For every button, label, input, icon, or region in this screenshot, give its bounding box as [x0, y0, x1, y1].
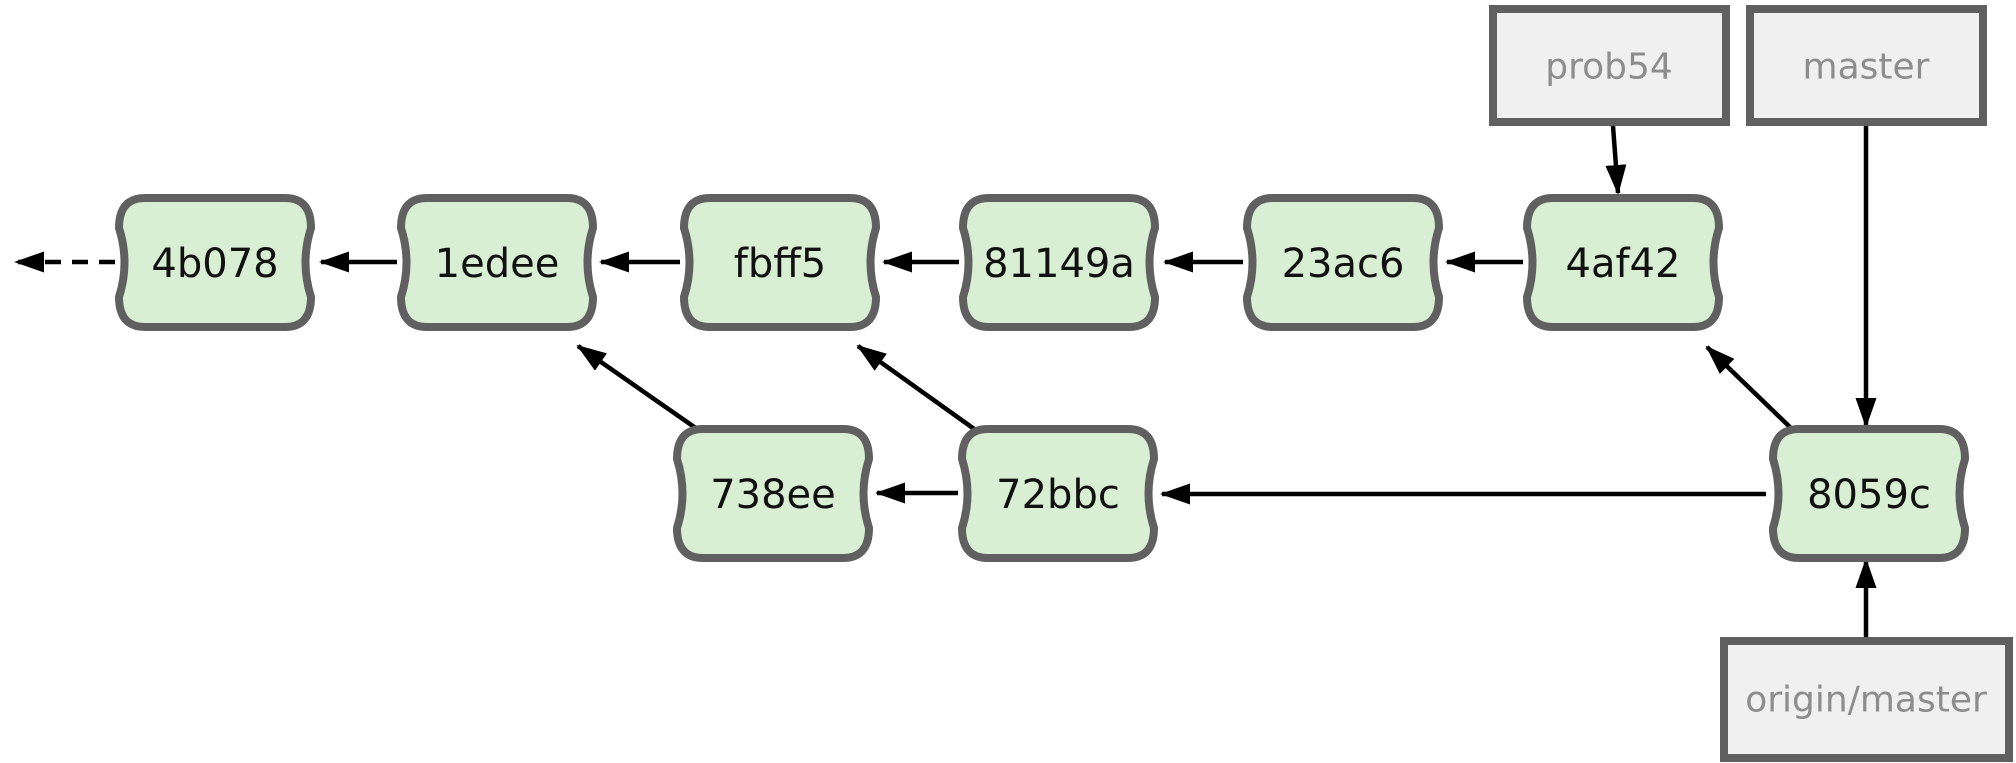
commit-shape — [672, 425, 874, 562]
branch-label: prob54 — [1545, 47, 1673, 88]
branch-label: master — [1803, 47, 1930, 88]
branch-box — [1489, 5, 1730, 126]
commit-shape — [679, 194, 881, 331]
commit-shape — [958, 194, 1160, 331]
commit-layer: 4b078 1edee fbff5 81149a 23ac6 4af42 — [114, 194, 1970, 562]
commit-label: 738ee — [710, 472, 836, 518]
commit-shape — [1242, 194, 1444, 331]
commit-shape — [1522, 194, 1724, 331]
branch-layer: prob54 master origin/master — [1489, 5, 2013, 762]
commit-node-1edee: 1edee — [396, 194, 598, 331]
commit-node-4af42: 4af42 — [1522, 194, 1724, 331]
edge-8059c-4af42 — [1705, 345, 1796, 433]
branch-box — [1746, 5, 1987, 126]
commit-node-23ac6: 23ac6 — [1242, 194, 1444, 331]
edge-72bbc-fbff5 — [856, 344, 979, 433]
edge-prob54-4af42 — [1605, 125, 1627, 195]
commit-label: 72bbc — [996, 472, 1120, 518]
commit-node-8059c: 8059c — [1768, 425, 1970, 562]
commit-shape — [1768, 425, 1970, 562]
branch-label: origin/master — [1745, 680, 1987, 721]
commit-node-81149a: 81149a — [958, 194, 1160, 331]
commit-shape — [114, 194, 316, 331]
branch-box-master: master — [1746, 5, 1987, 126]
commit-node-fbff5: fbff5 — [679, 194, 881, 331]
branch-box — [1720, 637, 2013, 762]
commit-node-4b078: 4b078 — [114, 194, 316, 331]
commit-label: 4b078 — [151, 241, 278, 287]
branch-box-prob54: prob54 — [1489, 5, 1730, 126]
branch-box-origin-master: origin/master — [1720, 637, 2013, 762]
commit-label: 23ac6 — [1282, 241, 1405, 287]
commit-label: 8059c — [1807, 472, 1931, 518]
edge-738ee-1edee — [576, 344, 702, 433]
edge-layer — [14, 125, 1877, 637]
commit-node-738ee: 738ee — [672, 425, 874, 562]
commit-shape — [957, 425, 1159, 562]
commit-label: 4af42 — [1566, 241, 1681, 287]
commit-label: 1edee — [435, 241, 560, 287]
commit-node-72bbc: 72bbc — [957, 425, 1159, 562]
commit-shape — [396, 194, 598, 331]
commit-label: 81149a — [983, 241, 1135, 287]
commit-label: fbff5 — [734, 241, 826, 287]
